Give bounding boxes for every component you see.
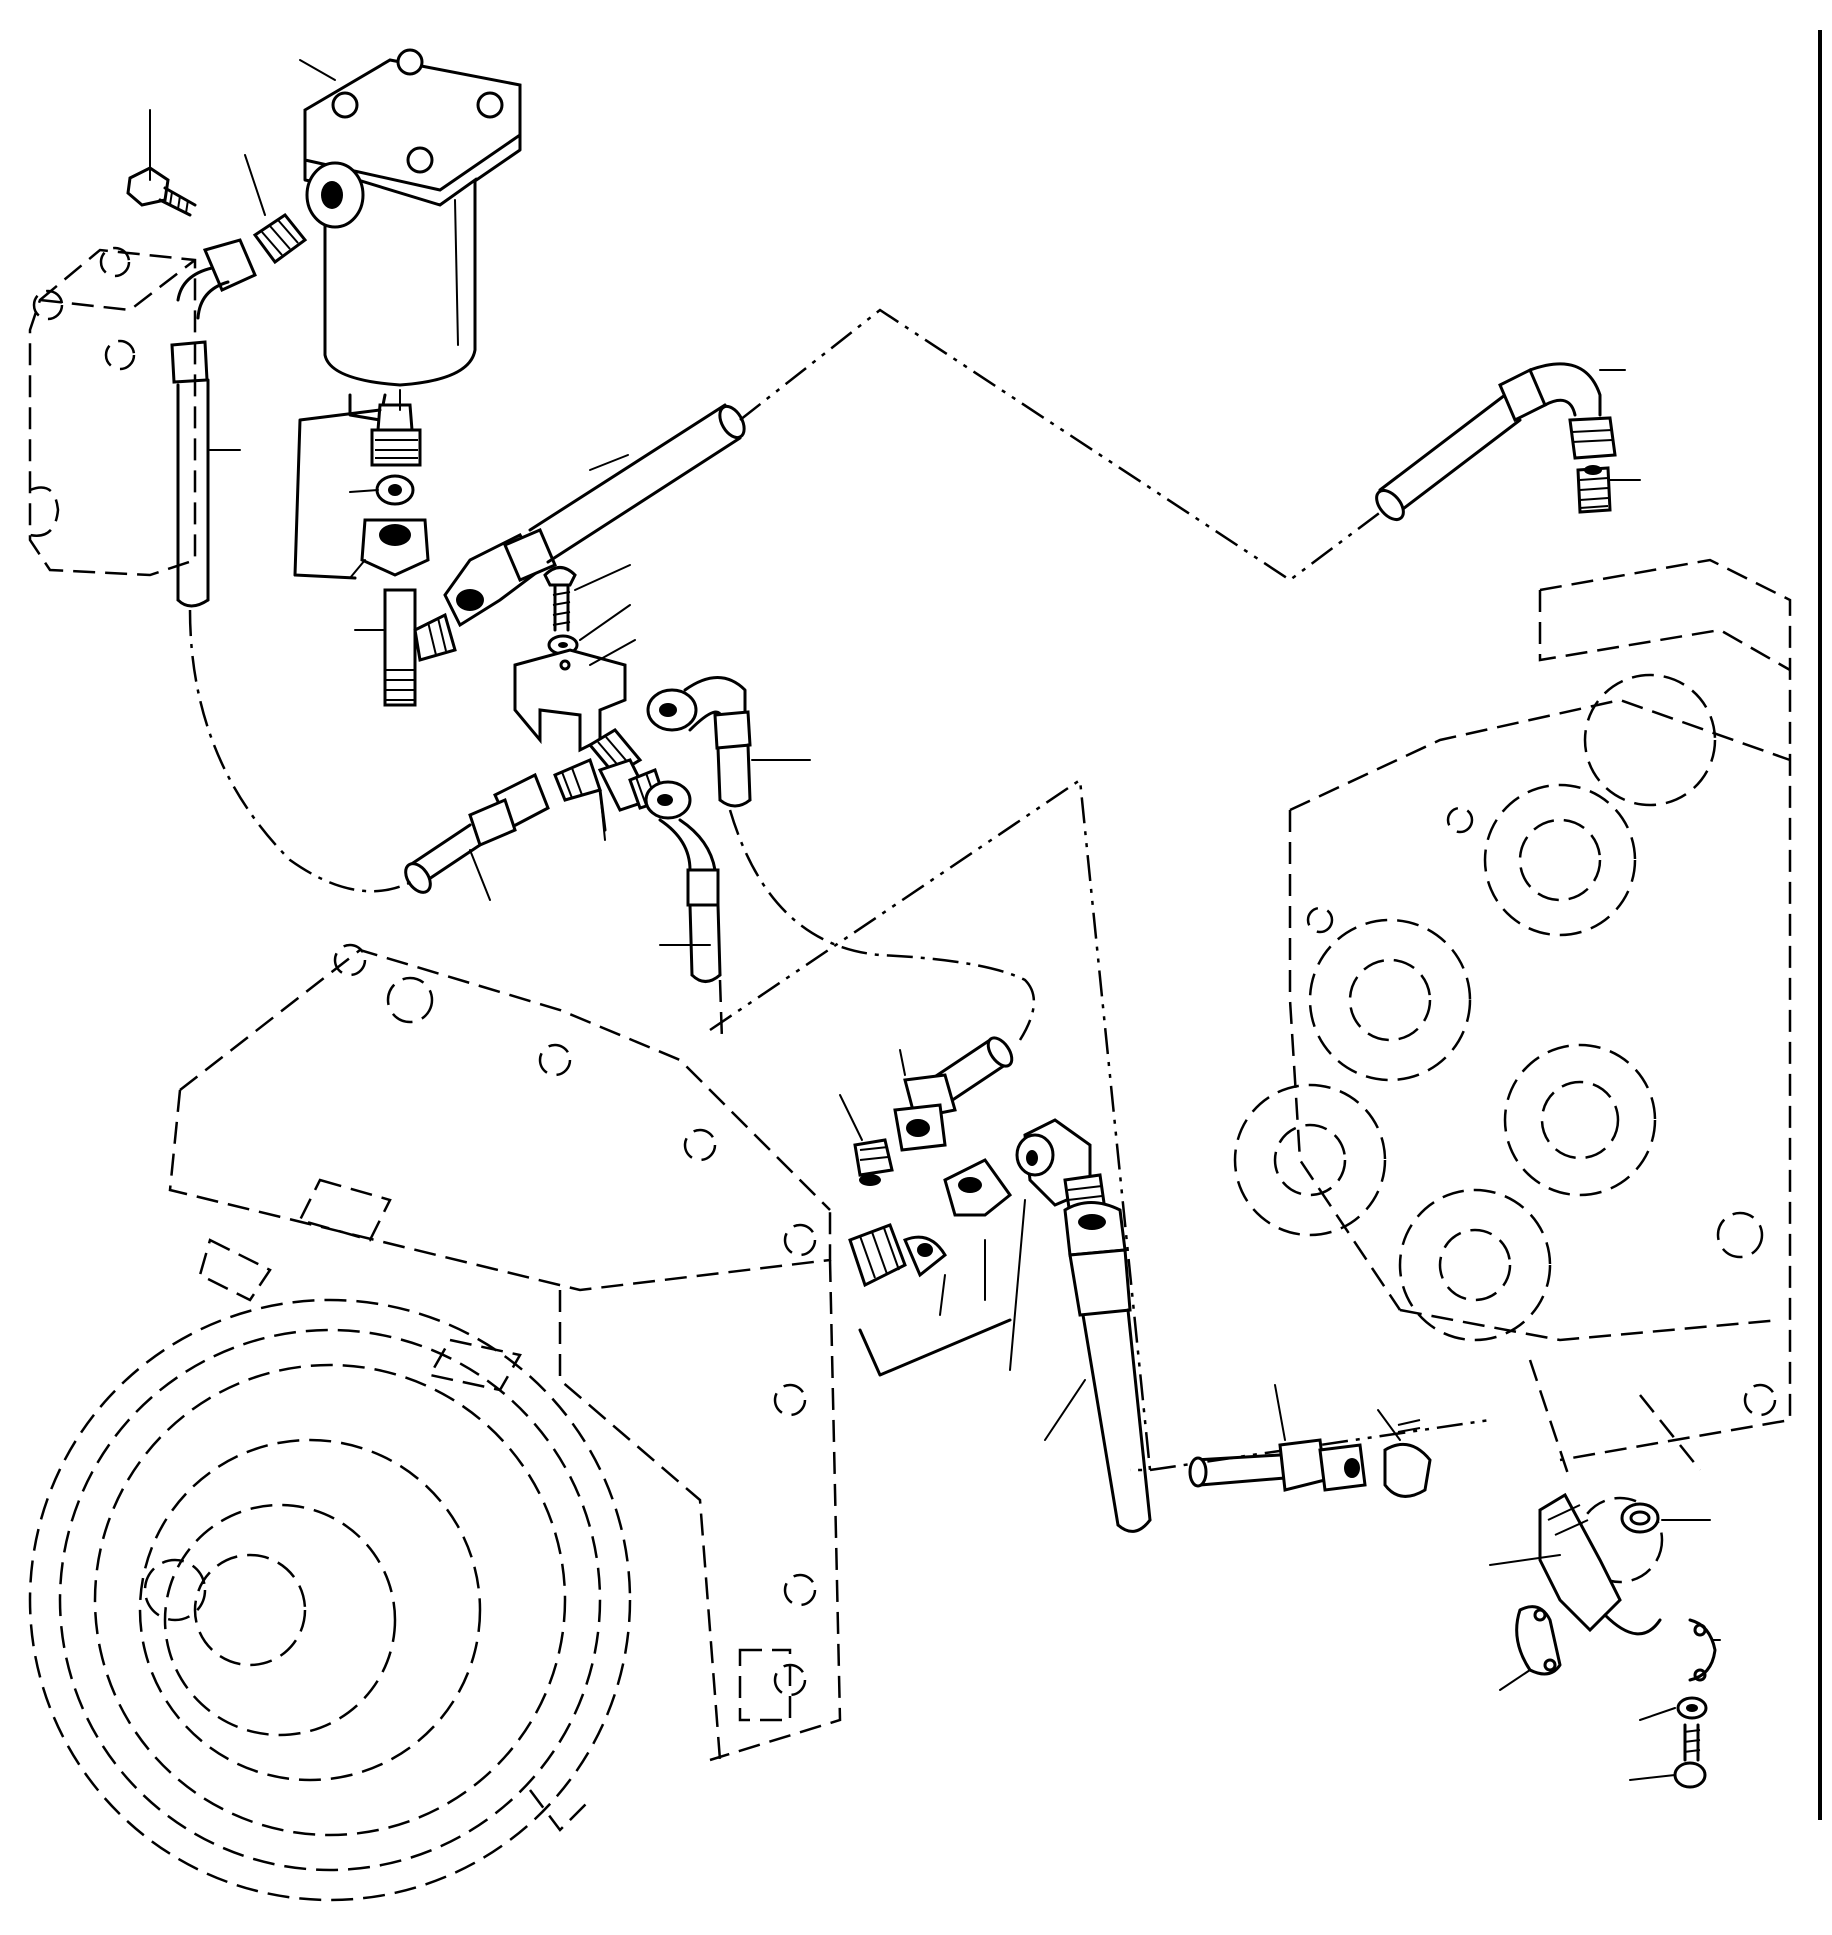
right-valve-block (1233, 558, 1792, 1584)
long-lower-hose (1063, 1201, 1152, 1533)
route-line-upper (739, 308, 1391, 582)
upper-tube (443, 403, 746, 628)
center-tee (553, 728, 667, 832)
connector-fitting (252, 212, 308, 265)
upper-right-elbow (646, 676, 752, 808)
left-tube-connector (404, 772, 550, 894)
route-line-down (718, 979, 724, 1041)
bolt (126, 166, 197, 217)
route-line-left-loop (188, 609, 416, 893)
flange-elbow (1538, 1492, 1662, 1636)
left-elbow-hose (170, 238, 257, 608)
route-line-middle (728, 809, 1036, 1041)
right-elbow-tube (1375, 362, 1617, 522)
filter-outlet-fittings (293, 403, 430, 580)
flange-bolt (1673, 1696, 1708, 1789)
ninety-degree-elbow (1015, 1118, 1107, 1217)
split-flange-halves (1515, 1605, 1717, 1682)
mid-adapters (848, 1158, 1013, 1288)
mid-hose-end (893, 1036, 1014, 1152)
callout-bracket (858, 1318, 1012, 1377)
lower-elbow-hose (644, 780, 722, 983)
leader-lines (149, 59, 1721, 1781)
pump-housing (28, 943, 842, 1902)
small-union (853, 1138, 894, 1186)
left-valve-block (28, 246, 197, 577)
tee-fitting (383, 588, 457, 707)
swivel-tube (1188, 1419, 1432, 1498)
filter-housing (303, 48, 522, 422)
route-line-diagonal (709, 777, 1152, 1472)
bracket-bolt (543, 566, 579, 656)
